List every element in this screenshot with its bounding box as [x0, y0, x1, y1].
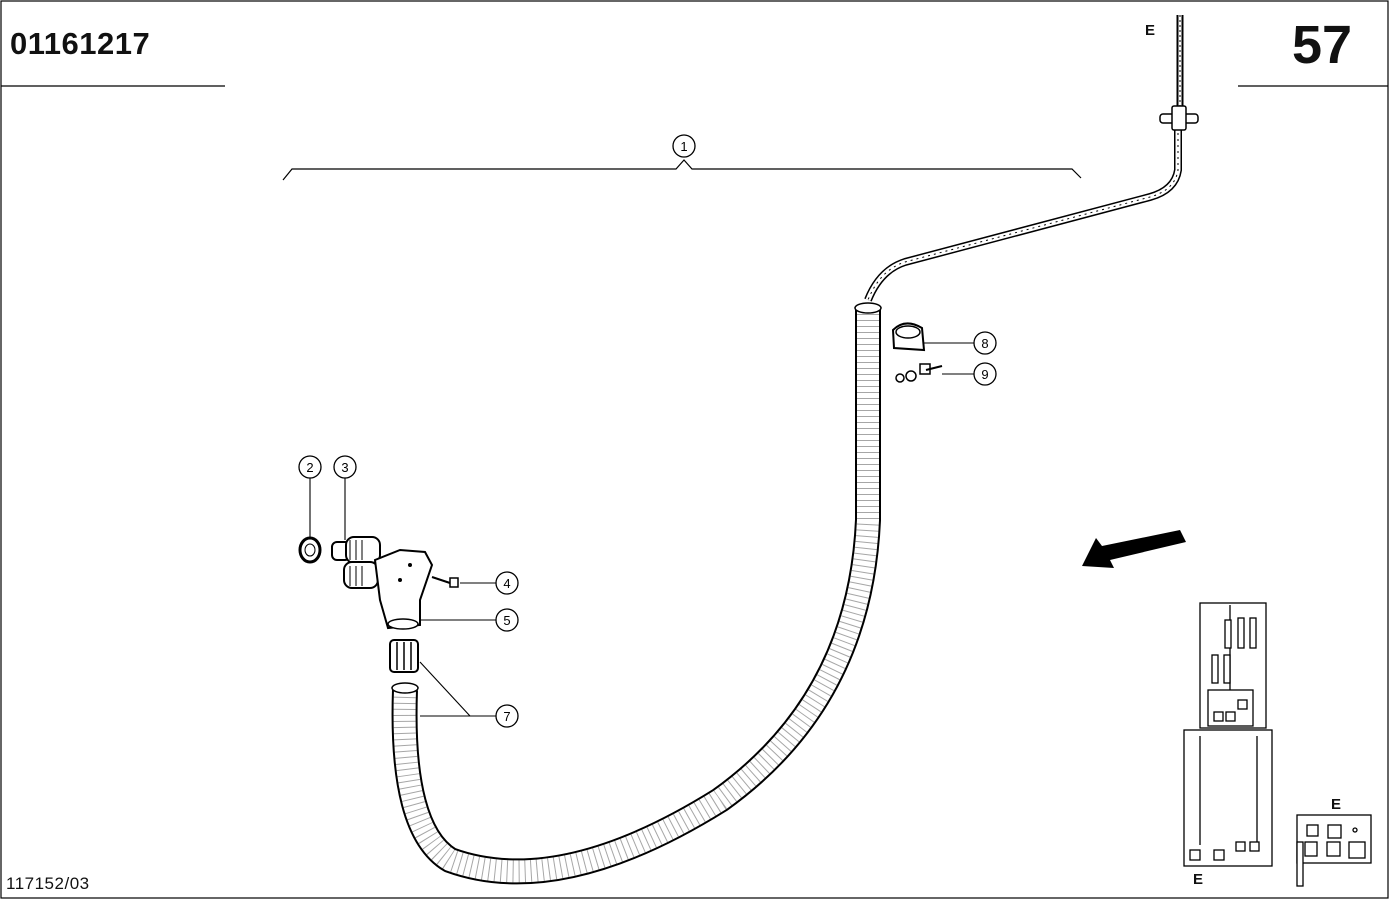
callout-4: 4 — [503, 576, 510, 591]
leader-lines — [309, 342, 974, 717]
view-label-detail-b: E — [1193, 871, 1204, 888]
connector-plugs — [331, 536, 381, 589]
reference-code: 117152/03 — [6, 874, 90, 893]
locator-inset — [1183, 602, 1372, 887]
seal-ring — [298, 536, 322, 564]
callout-circles — [298, 134, 997, 728]
view-label-detail-a: E — [1331, 796, 1342, 813]
page-number: 57 — [1292, 15, 1353, 75]
assembly-bracket — [282, 159, 1082, 181]
connector-housing — [373, 548, 434, 630]
cable — [864, 15, 1199, 302]
callout-5: 5 — [503, 613, 510, 628]
part-number: 01161217 — [10, 26, 151, 61]
bolt-set — [895, 363, 943, 383]
callout-8: 8 — [981, 336, 988, 351]
coupling-nut — [389, 639, 419, 673]
callout-3: 3 — [341, 460, 348, 475]
view-label-top: E — [1145, 22, 1156, 39]
screw — [431, 576, 459, 588]
callout-2: 2 — [306, 460, 313, 475]
callout-1: 1 — [680, 139, 687, 154]
direction-arrow-icon — [1082, 530, 1186, 568]
callout-7: 7 — [503, 709, 510, 724]
callout-9: 9 — [981, 367, 988, 382]
hose-clamp — [891, 322, 926, 352]
corrugated-hose — [391, 302, 882, 885]
